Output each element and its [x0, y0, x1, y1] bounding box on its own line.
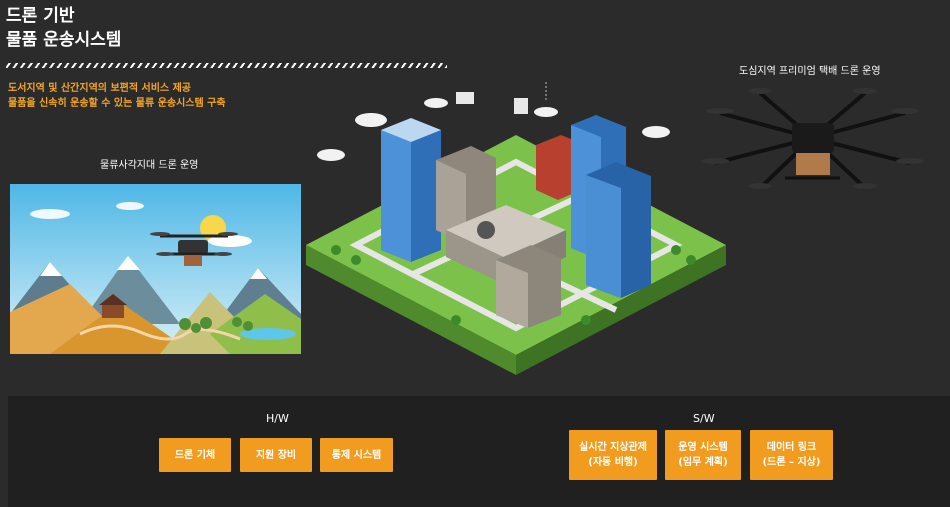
rural-delivery-illustration	[10, 184, 301, 354]
rural-drone-caption: 물류사각지대 드론 운영	[100, 160, 199, 171]
title-line-1: 드론 기반	[6, 6, 75, 26]
operation-system-sublabel: (임무 계획)	[678, 457, 728, 468]
ground-control-sublabel: (자동 비행)	[588, 457, 638, 468]
hatched-divider	[6, 63, 447, 68]
page-title: 드론 기반 물품 운송시스템	[6, 4, 121, 52]
ground-control-label: 실시간 지상관제	[579, 442, 647, 453]
subtitle-line-2: 물품을 신속히 운송할 수 있는 물류 운송시스템 구축	[8, 98, 226, 109]
title-line-2: 물품 운송시스템	[6, 30, 122, 50]
city-illustration	[306, 80, 726, 375]
support-equipment-button[interactable]: 지원 장비	[240, 438, 312, 472]
operation-system-button[interactable]: 운영 시스템 (임무 계획)	[665, 430, 741, 480]
subtitle: 도서지역 및 산간지역의 보편적 서비스 제공 물품을 신속히 운송할 수 있는…	[8, 81, 226, 111]
data-link-button[interactable]: 데이터 링크 (드론 – 지상)	[750, 430, 833, 480]
ground-control-button[interactable]: 실시간 지상관제 (자동 비행)	[569, 430, 657, 480]
drone-airframe-button[interactable]: 드론 기체	[159, 438, 231, 472]
hw-title: H/W	[266, 412, 289, 425]
operation-system-label: 운영 시스템	[678, 442, 728, 453]
urban-drone-illustration	[701, 88, 924, 190]
data-link-label: 데이터 링크	[766, 442, 817, 453]
data-link-sublabel: (드론 – 지상)	[762, 457, 821, 468]
urban-drone-caption: 도심지역 프리미엄 택배 드론 운영	[739, 66, 881, 77]
sw-title: S/W	[693, 412, 715, 425]
subtitle-line-1: 도서지역 및 산간지역의 보편적 서비스 제공	[8, 83, 192, 94]
control-system-button[interactable]: 통제 시스템	[320, 438, 393, 472]
